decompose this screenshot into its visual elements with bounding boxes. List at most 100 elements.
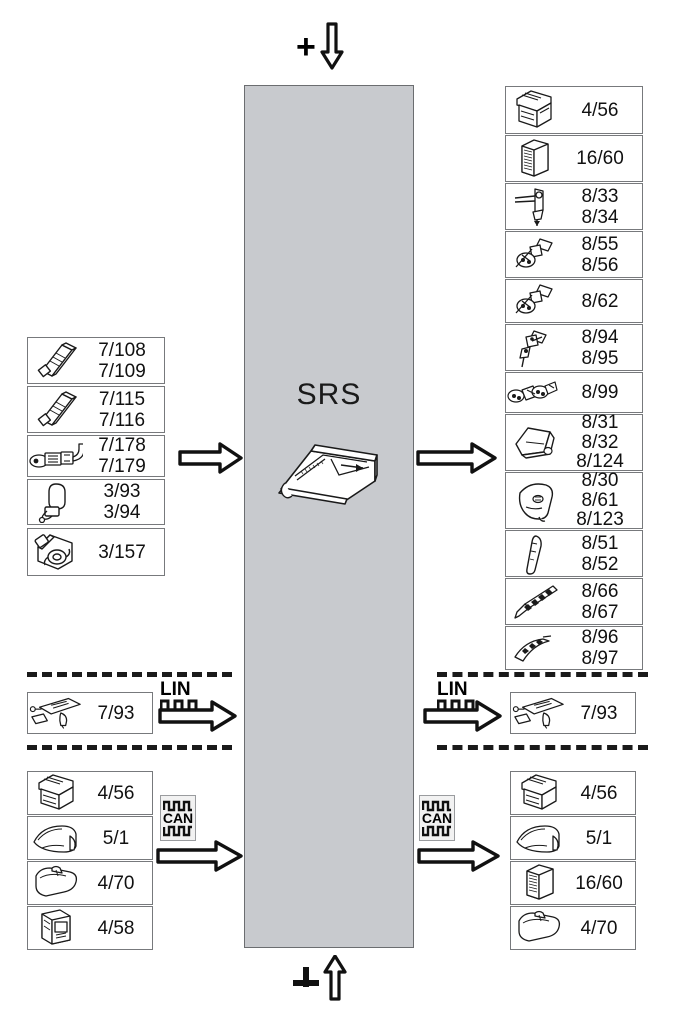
waveform-icon (422, 800, 451, 811)
pyrotechnic-actuator-icon (506, 281, 562, 321)
belt-retractor-icon (506, 327, 562, 369)
seat-module-icon (28, 695, 84, 731)
list-item[interactable]: 8/62 (505, 279, 643, 323)
can-bus-label: CAN (162, 809, 194, 826)
list-item[interactable]: 7/115 7/116 (27, 386, 165, 433)
item-code: 8/96 8/97 (581, 627, 619, 669)
side-airbag-icon (506, 533, 562, 575)
list-item[interactable]: 16/60 (510, 861, 636, 905)
item-code: 7/178 7/179 (98, 435, 146, 477)
can-right-arrow (417, 840, 501, 872)
list-item[interactable]: 8/94 8/95 (505, 324, 643, 371)
item-code: 8/55 8/56 (581, 233, 619, 276)
down-arrow-icon (320, 22, 344, 70)
list-item[interactable]: 8/31 8/32 8/124 (505, 413, 643, 471)
item-code: 8/33 8/34 (581, 185, 619, 228)
can-bus-badge-right: CAN (419, 795, 455, 841)
item-code: 7/93 (580, 702, 618, 724)
list-item[interactable]: 4/56 (27, 771, 153, 815)
list-item[interactable]: 4/70 (27, 861, 153, 905)
pyrotechnic-actuator-icon (506, 235, 562, 275)
list-item[interactable]: 7/108 7/109 (27, 337, 165, 384)
list-item[interactable]: 4/56 (510, 771, 636, 815)
driver-airbag-icon (506, 479, 562, 523)
plus-icon: + (296, 28, 316, 66)
item-code: 7/115 7/116 (98, 388, 146, 431)
up-arrow-icon (323, 955, 347, 1001)
item-code: 8/30 8/61 8/123 (576, 470, 624, 531)
divider (437, 672, 648, 677)
list-item[interactable]: 3/157 (27, 528, 165, 576)
item-code: 16/60 (576, 148, 624, 169)
list-item[interactable]: 7/178 7/179 (27, 435, 165, 477)
instrument-cluster-icon (28, 820, 84, 856)
ground-icon (293, 967, 319, 989)
control-panel-icon (511, 863, 567, 903)
instrument-cluster-icon (511, 820, 567, 856)
power-supply-symbol: + (296, 22, 345, 72)
waveform-icon (163, 800, 192, 811)
seat-occupancy-sensor-icon (28, 439, 84, 473)
item-code: 4/56 (581, 99, 619, 121)
list-item[interactable]: 8/96 8/97 (505, 626, 643, 670)
ignition-lock-icon (28, 531, 84, 573)
item-code: 8/62 (581, 290, 619, 312)
can-left-arrow (156, 840, 244, 872)
item-code: 8/51 8/52 (581, 532, 619, 575)
seat-belt-buckle-switch-icon (28, 481, 84, 523)
item-code: 5/1 (585, 827, 613, 849)
waveform-icon (437, 699, 480, 714)
rearview-mirror-icon (28, 864, 84, 902)
seat-module-icon (511, 695, 567, 731)
waveform-icon (160, 699, 203, 714)
divider (27, 745, 232, 750)
item-code: 3/157 (98, 541, 146, 563)
list-item[interactable]: 16/60 (505, 135, 643, 182)
list-item[interactable]: 8/51 8/52 (505, 530, 643, 577)
item-code: 8/66 8/67 (581, 580, 619, 623)
item-code: 8/94 8/95 (581, 326, 619, 369)
list-item[interactable]: 8/30 8/61 8/123 (505, 470, 643, 531)
list-item[interactable]: 5/1 (27, 816, 153, 860)
switch-module-icon (28, 773, 84, 813)
srs-module-panel: SRS (244, 85, 414, 948)
switch-module-icon (511, 773, 567, 813)
list-item[interactable]: 7/93 (510, 692, 636, 734)
lin-right-arrow (423, 700, 503, 732)
list-item[interactable]: 5/1 (510, 816, 636, 860)
list-item[interactable]: 8/55 8/56 (505, 231, 643, 278)
list-item[interactable]: 8/99 (505, 372, 643, 413)
list-item[interactable]: 4/70 (510, 906, 636, 950)
list-item[interactable]: 4/58 (27, 906, 153, 950)
item-code: 7/108 7/109 (98, 339, 146, 382)
lin-bus-label: LIN (160, 679, 191, 700)
rearview-mirror-icon (511, 909, 567, 947)
switch-module-icon (506, 89, 562, 131)
list-item[interactable]: 4/56 (505, 86, 643, 134)
list-item[interactable]: 3/93 3/94 (27, 479, 165, 525)
dual-actuator-icon (506, 376, 562, 410)
lin-left-arrow (158, 700, 238, 732)
item-code: 4/70 (580, 917, 618, 939)
ground-symbol (293, 955, 348, 1001)
item-code: 7/93 (97, 702, 135, 724)
divider (27, 672, 232, 677)
satellite-sensor-icon (28, 390, 84, 430)
divider (437, 745, 648, 750)
waveform-icon (163, 825, 192, 836)
list-item[interactable]: 7/93 (27, 692, 153, 734)
control-unit-icon (28, 908, 84, 948)
item-code: 4/56 (580, 782, 618, 804)
srs-control-unit-icon (271, 431, 387, 509)
knee-airbag-icon (506, 422, 562, 464)
list-item[interactable]: 8/66 8/67 (505, 578, 643, 625)
page-title: SRS (296, 378, 362, 411)
list-item[interactable]: 8/33 8/34 (505, 183, 643, 230)
belt-tensioner-icon (506, 186, 562, 228)
lin-bus-badge-right: LIN (437, 680, 481, 714)
center-to-right-arrow (416, 441, 498, 475)
item-code: 4/58 (97, 917, 135, 939)
lin-bus-badge-left: LIN (160, 679, 204, 714)
control-panel-icon (506, 138, 562, 180)
